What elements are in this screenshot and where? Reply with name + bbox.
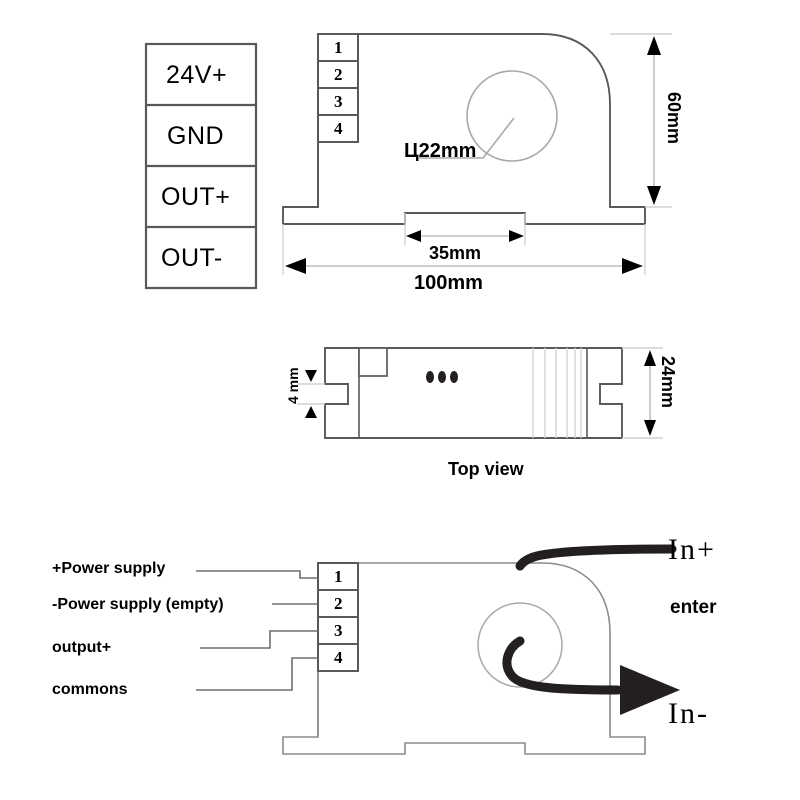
wiring-view-body-outline	[282, 562, 646, 755]
dimension-height-60mm	[610, 33, 672, 208]
wiring-label-power-plus: +Power supply	[52, 560, 166, 577]
wiring-label-output-plus: output+	[52, 639, 112, 656]
front-view-pin-4: 4	[334, 119, 343, 138]
label-direction-enter: enter	[670, 597, 717, 618]
dimension-notch-4mm	[297, 370, 325, 418]
current-direction-arrowhead	[620, 665, 680, 715]
wiring-view-pin-4: 4	[334, 648, 343, 667]
label-width-100mm: 100mm	[414, 272, 483, 294]
wiring-view-pin-strip	[317, 562, 359, 672]
label-depth-24mm: 24mm	[658, 356, 678, 409]
front-view-pin-2: 2	[334, 65, 343, 84]
legend-row-label-gnd: GND	[167, 122, 225, 150]
label-rail-35mm: 35mm	[429, 243, 482, 263]
front-view-pin-1: 1	[334, 38, 343, 57]
wiring-view-pin-2: 2	[334, 594, 343, 613]
legend-row-label-out-minus: OUT-	[161, 244, 223, 272]
wiring-label-commons: commons	[52, 681, 128, 698]
wiring-view-pin-1: 1	[334, 567, 343, 586]
conductor-wire	[502, 544, 677, 695]
dimension-depth-24mm	[622, 347, 663, 439]
legend-row-label-24v: 24V+	[166, 61, 228, 89]
label-current-in-minus: In-	[668, 697, 709, 730]
top-view-outline	[324, 347, 623, 439]
terminal-legend-outline	[144, 42, 258, 290]
dimension-rail-35mm	[404, 213, 526, 245]
wiring-view-pin-3: 3	[334, 621, 343, 640]
dimension-width-100mm	[282, 224, 646, 275]
label-current-in-plus: In+	[668, 533, 716, 566]
label-notch-4mm: 4 mm	[285, 367, 301, 404]
wiring-leader-lines	[196, 570, 318, 691]
top-view-caption: Top view	[448, 459, 524, 479]
label-height-60mm: 60mm	[664, 92, 684, 145]
front-view-pin-3: 3	[334, 92, 343, 111]
label-hole-diameter: Ц22mm	[404, 140, 477, 162]
wiring-label-power-minus: -Power supply (empty)	[52, 596, 224, 613]
legend-row-label-out-plus: OUT+	[161, 183, 231, 211]
wiring-view-aperture-circle	[477, 602, 563, 688]
front-view-aperture-circle	[419, 70, 558, 162]
front-view-pin-strip	[317, 33, 359, 143]
